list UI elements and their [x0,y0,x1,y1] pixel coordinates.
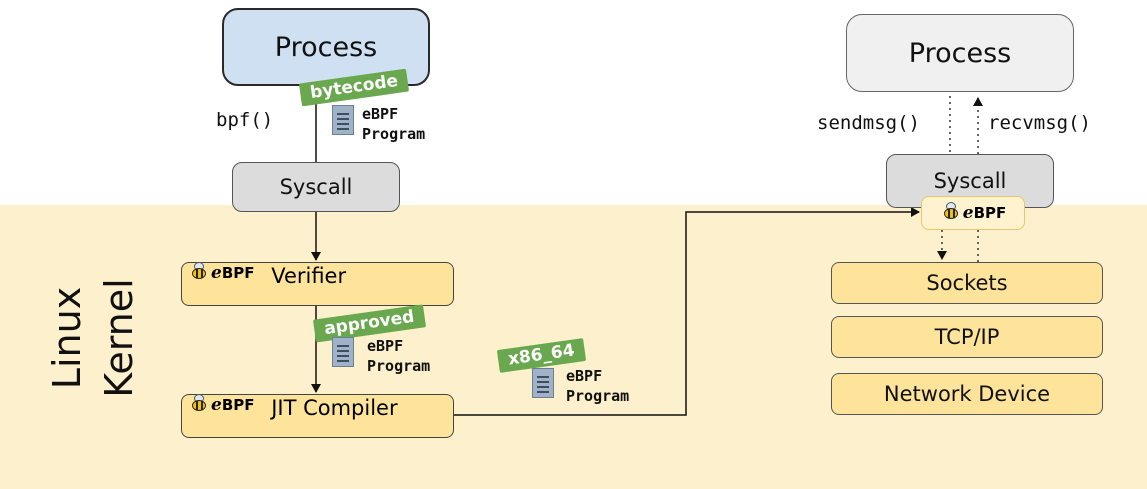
document-icon [332,105,354,135]
right-process-box: Process [846,14,1074,92]
left-process-box: Process [222,8,430,86]
left-syscall-box: Syscall [232,162,400,212]
sockets-label: Sockets [926,271,1008,295]
network-device-box: Network Device [831,373,1103,415]
bee-icon [940,202,962,223]
bee-icon [188,262,210,283]
jit-compiler-label: JIT Compiler [271,396,398,420]
network-device-label: Network Device [883,382,1051,406]
document-icon [332,337,354,367]
bee-icon [188,394,210,415]
verifier-label: Verifier [271,264,347,288]
right-process-label: Process [908,37,1012,69]
left-process-label: Process [274,31,378,63]
recvmsg-label: recvmsg() [988,112,1091,134]
left-syscall-label: Syscall [279,175,353,199]
sockets-box: Sockets [831,262,1103,304]
bpf-call-label: bpf() [216,109,274,131]
sendmsg-label: sendmsg() [817,112,920,134]
tcpip-box: TCP/IP [831,316,1103,358]
right-syscall-label: Syscall [933,169,1007,193]
jit-to-hook-arrow [452,207,920,416]
document-icon [532,368,554,398]
tcpip-label: TCP/IP [934,325,1000,349]
